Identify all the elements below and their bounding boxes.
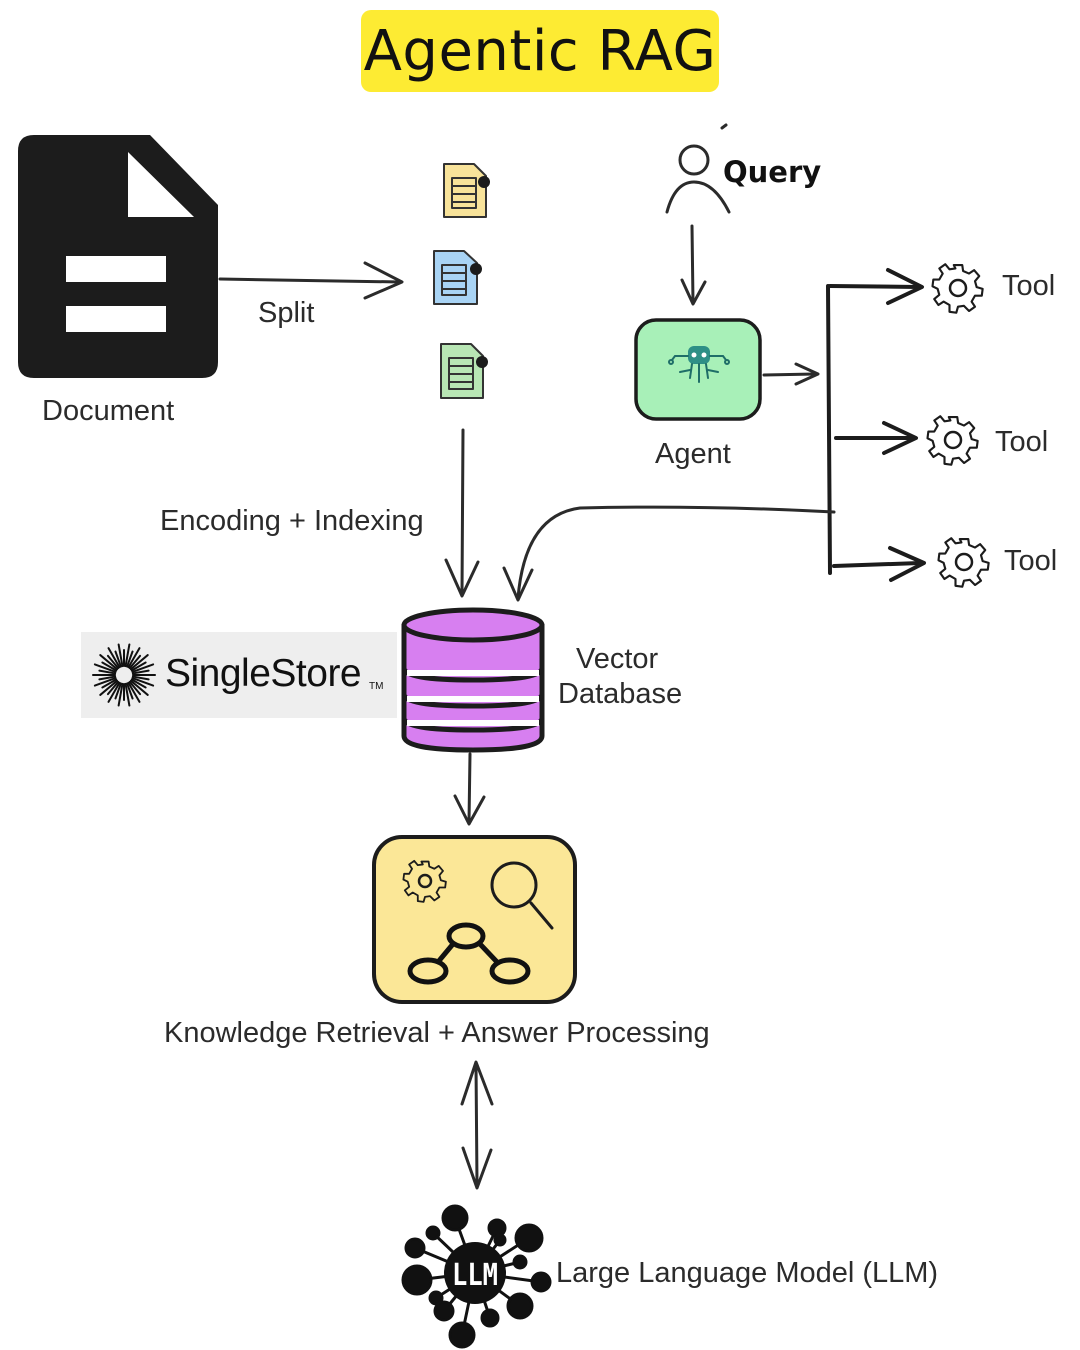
- chunk-file-icon-yellow: [443, 163, 490, 218]
- burst-ray: [131, 669, 150, 675]
- burst-ray: [93, 663, 117, 673]
- burst-ray: [101, 678, 118, 689]
- llm-network-node: [433, 1300, 455, 1322]
- chunk-file-icon-blue: [433, 250, 482, 305]
- burst-ray: [124, 682, 131, 707]
- encoding-label: Encoding + Indexing: [160, 505, 424, 537]
- gear-icon-retrieval: [402, 859, 447, 903]
- burst-ray: [130, 661, 147, 672]
- burst-ray: [107, 647, 121, 669]
- burst-ray: [127, 681, 141, 703]
- llm-network-node: [506, 1292, 534, 1320]
- burst-ray: [106, 654, 120, 670]
- llm-network-node: [514, 1223, 544, 1253]
- gear-icon-tool-3: [937, 537, 990, 588]
- burst-ray: [117, 682, 124, 707]
- llm-network-node: [441, 1204, 469, 1232]
- burst-ray: [129, 654, 149, 671]
- retrieval-label: Knowledge Retrieval + Answer Processing: [164, 1017, 710, 1049]
- document-icon: [18, 135, 218, 378]
- burst-ray: [114, 650, 122, 668]
- split-arrow: [218, 261, 404, 300]
- burst-ray: [117, 643, 124, 668]
- burst-ray: [127, 647, 141, 669]
- burst-ray: [128, 654, 142, 670]
- title-banner: Agentic RAG: [361, 10, 719, 92]
- burst-ray: [128, 680, 142, 696]
- gear-icon-tool-1: [931, 263, 984, 314]
- agent-label: Agent: [655, 438, 731, 470]
- gear-icon-tool-2: [926, 415, 979, 466]
- llm-network-node: [401, 1264, 433, 1296]
- llm-network-node: [487, 1218, 507, 1238]
- burst-ray: [131, 663, 155, 673]
- burst-ray: [106, 680, 120, 696]
- burst-ray: [98, 669, 117, 675]
- llm-network-node: [428, 1290, 444, 1306]
- llm-network-node: [480, 1308, 500, 1328]
- query-label: Query: [723, 155, 822, 189]
- burst-ray: [130, 678, 147, 689]
- user-icon: [665, 123, 731, 214]
- burst-ray: [114, 682, 122, 700]
- burst-ray: [131, 675, 150, 681]
- burst-ray: [93, 677, 117, 687]
- burst-ray: [131, 677, 155, 687]
- vector-label: Vector: [576, 643, 659, 675]
- agent-to-tools-arrow: [762, 362, 820, 386]
- tool-label-2: Tool: [995, 426, 1049, 458]
- llm-network-node: [425, 1225, 441, 1241]
- llm-network-node: [493, 1233, 507, 1247]
- tools-to-database-arrow: [502, 505, 836, 602]
- burst-ray: [126, 650, 134, 668]
- robot-icon: [668, 346, 730, 383]
- singlestore-logo-text: SingleStore: [165, 652, 362, 695]
- llm-network-node: [448, 1321, 476, 1349]
- database-to-retrieval-arrow: [453, 752, 486, 826]
- burst-ray: [99, 654, 119, 671]
- singlestore-burst-icon: [92, 643, 156, 707]
- llm-network-node: [530, 1271, 552, 1293]
- llm-badge-text: LLM: [452, 1258, 498, 1293]
- document-label: Document: [42, 395, 175, 427]
- split-label: Split: [258, 297, 315, 329]
- burst-ray: [126, 682, 134, 700]
- page-title: Agentic RAG: [363, 18, 717, 84]
- burst-ray: [129, 679, 149, 696]
- llm-network-node: [512, 1254, 528, 1270]
- tool-label-1: Tool: [1002, 270, 1056, 302]
- query-arrow: [680, 224, 707, 306]
- burst-ray: [98, 675, 117, 681]
- tool-label-3: Tool: [1004, 545, 1058, 577]
- retrieval-llm-double-arrow: [460, 1060, 494, 1190]
- burst-ray: [107, 681, 121, 703]
- trademark-mark: TM: [369, 681, 384, 692]
- magnifier-icon: [490, 861, 554, 930]
- llm-badge-circle: [444, 1242, 506, 1304]
- burst-ray: [124, 643, 131, 668]
- encoding-arrow: [444, 428, 480, 598]
- chunk-file-icon-green: [440, 343, 488, 399]
- llm-network-node: [404, 1237, 426, 1259]
- llm-label: Large Language Model (LLM): [556, 1257, 939, 1289]
- database-label: Database: [558, 678, 683, 710]
- graph-icon: [407, 922, 531, 985]
- database-icon: [401, 607, 545, 753]
- burst-ray: [101, 661, 118, 672]
- tool-bracket: [826, 268, 926, 582]
- burst-ray: [99, 679, 119, 696]
